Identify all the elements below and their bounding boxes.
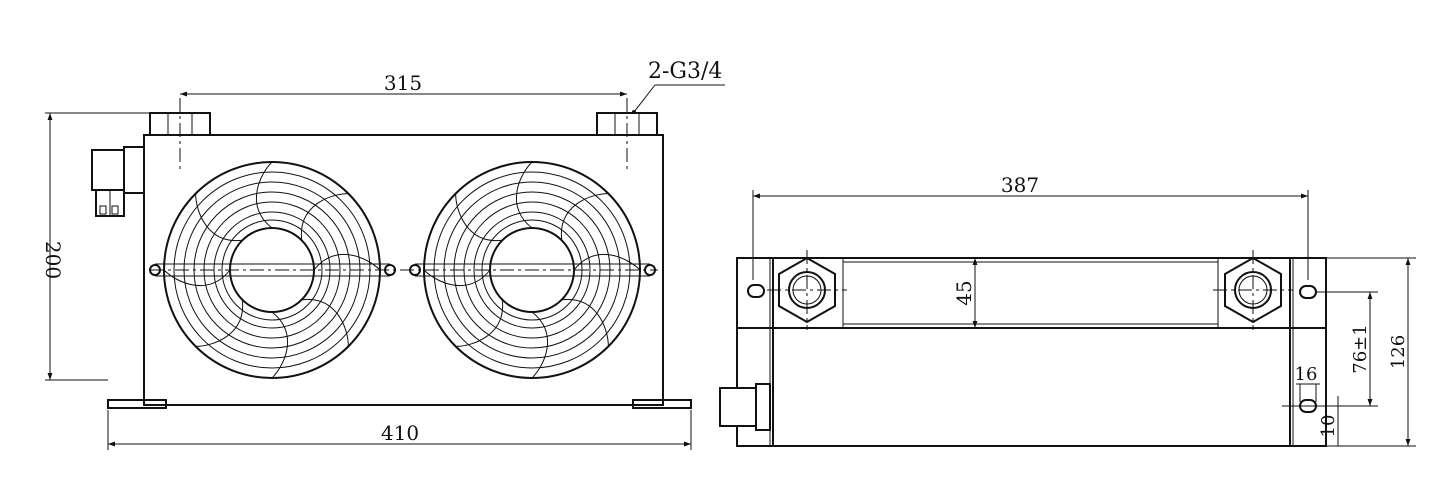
side-port-right [1213,250,1293,330]
dimension-16-label: 16 [1295,364,1318,385]
side-port-left [767,250,847,330]
side-view: 387 45 76±1 126 16 [719,173,1416,447]
dimension-45-label: 45 [952,280,976,305]
dimension-10-label: 10 [1318,415,1339,438]
fan-guard-left [163,161,381,379]
side-connector [719,383,771,431]
dimension-126-label: 126 [1388,335,1409,369]
dimension-315-label: 315 [384,71,422,95]
dimension-core-height: 45 [952,258,978,328]
mount-slot-left [747,284,765,298]
dimension-410-label: 410 [381,421,419,445]
dimension-side-height: 126 [1326,257,1416,447]
port-callout: 2-G3/4 [632,59,725,114]
dimension-76-label: 76±1 [1350,324,1371,373]
mount-slot-right-top [1299,285,1317,299]
front-view: 315 2-G3/4 410 200 [41,59,725,450]
dimension-port-spacing: 315 [180,71,627,97]
dimension-height: 200 [41,112,150,381]
dimension-length: 387 [752,173,1309,280]
dimension-200-label: 200 [41,241,65,279]
dimension-slot-offset: 10 [1282,396,1345,447]
port-callout-label: 2-G3/4 [648,59,722,84]
end-bracket-left [736,257,774,447]
dimension-total-width: 410 [107,410,692,450]
mounting-foot-right [632,399,692,409]
mounting-foot-left [107,399,167,409]
dimension-387-label: 387 [1001,173,1039,197]
electrical-connector [91,146,145,217]
cooler-body [143,134,664,406]
dimension-slot-width: 16 [1295,364,1320,402]
